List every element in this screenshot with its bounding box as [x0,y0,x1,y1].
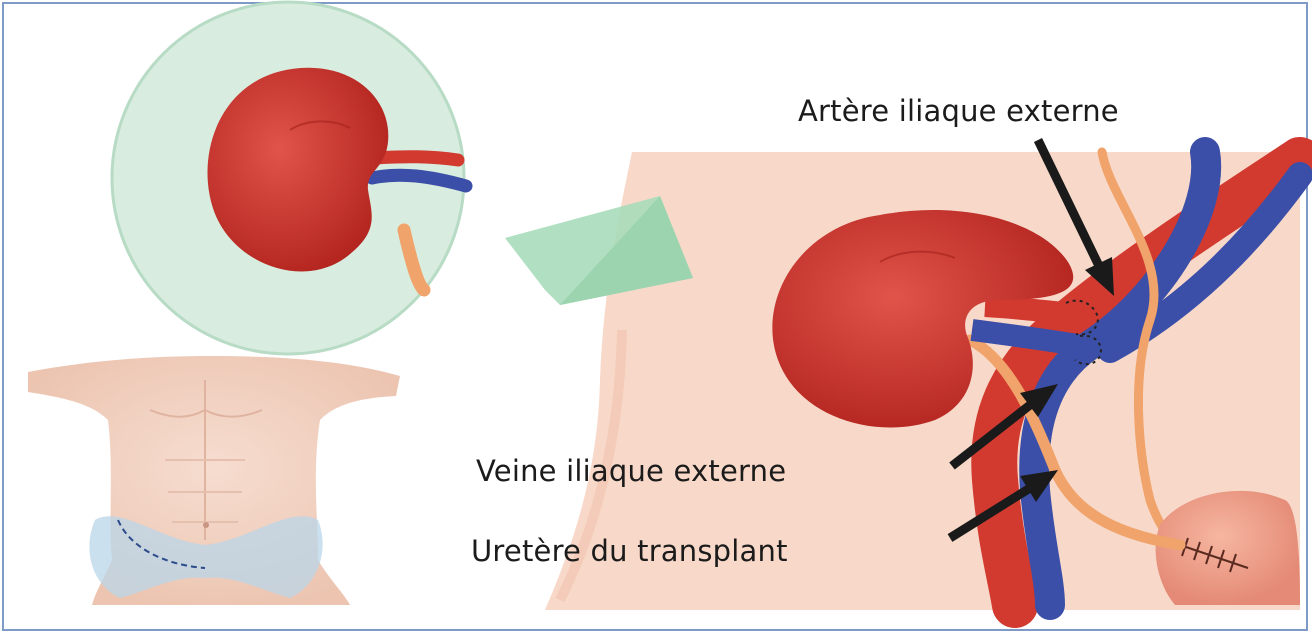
transplant-renal-artery [985,306,1090,316]
donor-artery [375,157,458,160]
label-transplant-ureter: Uretère du transplant [471,534,788,568]
label-external-iliac-artery: Artère iliaque externe [798,94,1119,128]
label-external-iliac-vein: Veine iliaque externe [476,454,786,488]
torso-figure [28,356,400,605]
